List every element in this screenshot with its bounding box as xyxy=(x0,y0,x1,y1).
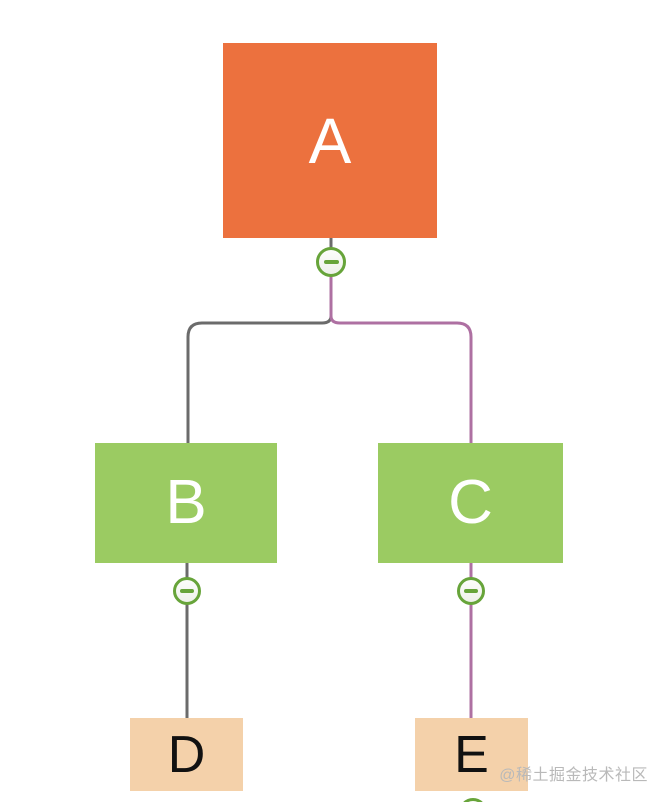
collapse-button-a[interactable] xyxy=(316,247,346,277)
edge-a-b-line xyxy=(186,315,333,444)
edge-a-c-line xyxy=(329,274,473,444)
node-b-label: B xyxy=(165,468,207,537)
node-c[interactable]: C xyxy=(378,443,563,563)
node-a-label: A xyxy=(308,104,352,177)
minus-collapse-icon xyxy=(464,589,478,593)
minus-collapse-icon xyxy=(323,260,339,264)
node-a[interactable]: A xyxy=(223,43,437,238)
node-e[interactable]: E xyxy=(415,718,528,791)
collapse-button-b[interactable] xyxy=(173,577,201,605)
node-d[interactable]: D xyxy=(130,718,243,791)
node-c-label: C xyxy=(448,468,493,537)
node-d-label: D xyxy=(167,725,206,784)
node-e-label: E xyxy=(454,725,489,784)
watermark-text: @稀土掘金技术社区 xyxy=(499,767,648,784)
minus-collapse-icon xyxy=(180,589,194,593)
collapse-button-c[interactable] xyxy=(457,577,485,605)
node-b[interactable]: B xyxy=(95,443,277,563)
